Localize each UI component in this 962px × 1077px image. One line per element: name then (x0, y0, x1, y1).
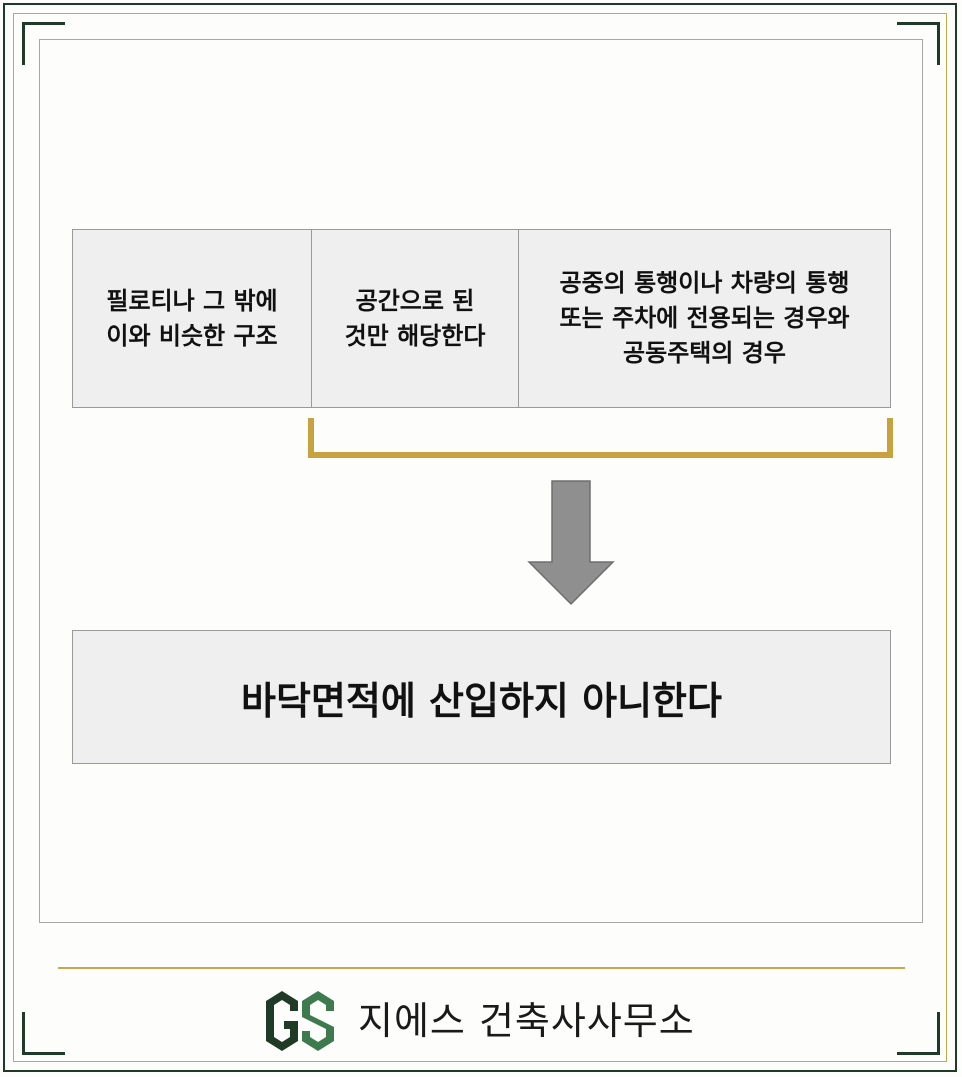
corner-ornament-top-right (897, 22, 940, 65)
company-name: 지에스 건축사사무소 (358, 999, 695, 1043)
result-box: 바닥면적에 산입하지 아니한다 (72, 630, 891, 764)
inner-frame (13, 13, 947, 1062)
corner-ornament-bottom-left (22, 1012, 65, 1055)
condition-cell-space: 공간으로 된 것만 해당한다 (311, 229, 519, 408)
footer-divider (58, 967, 905, 969)
grouping-bracket (308, 418, 893, 458)
corner-ornament-bottom-right (897, 1012, 940, 1055)
condition-cell-usage: 공중의 통행이나 차량의 통행 또는 주차에 전용되는 경우와 공동주택의 경우 (518, 229, 891, 408)
outer-frame (3, 3, 957, 1072)
content-panel (39, 39, 923, 923)
corner-ornament-top-left (22, 22, 65, 65)
gs-logo-icon (266, 991, 334, 1051)
condition-cell-structure: 필로티나 그 밖에 이와 비슷한 구조 (72, 229, 312, 408)
down-arrow-icon (527, 480, 615, 606)
